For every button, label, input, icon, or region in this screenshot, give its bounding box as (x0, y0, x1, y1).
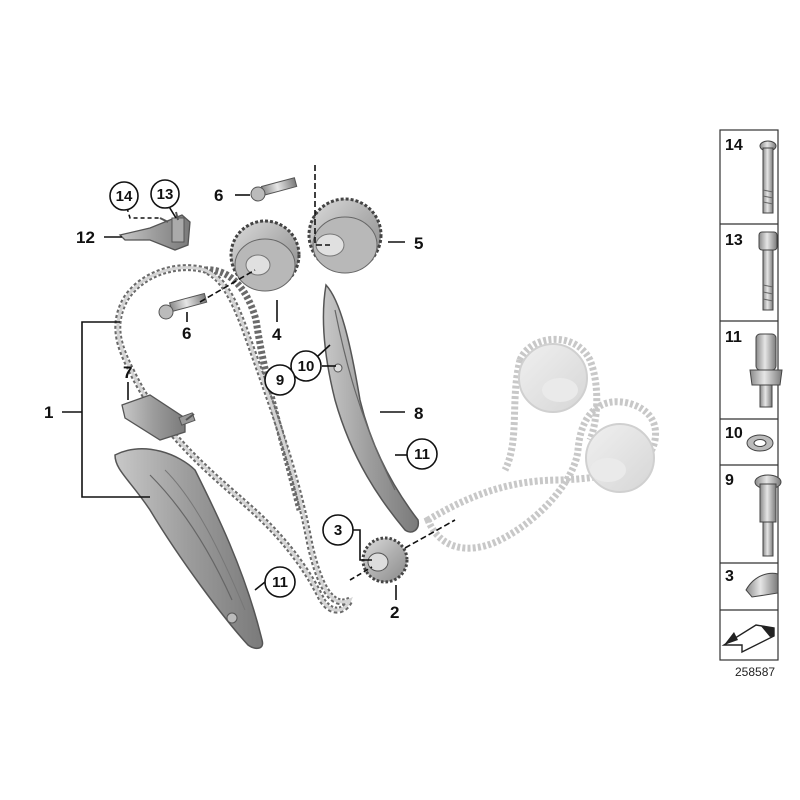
guide-pin-11-icon (749, 333, 783, 408)
legend-item-14-number: 14 (725, 137, 743, 154)
legend-item-13-number: 13 (725, 232, 743, 249)
svg-text:13: 13 (157, 186, 174, 203)
diagram-id: 258587 (735, 665, 775, 679)
callout-2: 2 (390, 603, 399, 622)
tensioner-rail (322, 283, 420, 533)
callout-6-lower: 6 (182, 324, 191, 343)
callout-8: 8 (414, 404, 423, 423)
callout-6-upper: 6 (214, 186, 223, 205)
callout-11-right: 11 (406, 438, 438, 470)
leader-lines (62, 165, 456, 600)
ghost-camshaft-gear-upper (518, 343, 588, 413)
bolt-13-icon (758, 231, 778, 311)
central-bolt-upper (250, 177, 298, 202)
legend-item-3-number: 3 (725, 568, 734, 585)
ghost-timing-assembly (423, 335, 659, 552)
slide-rail-upper (118, 214, 191, 251)
callout-4: 4 (272, 325, 282, 344)
screw-14-icon (759, 140, 777, 214)
callout-10: 10 (290, 350, 322, 382)
callout-11-bottom: 11 (264, 566, 296, 598)
camshaft-gear-intake (229, 219, 301, 292)
callout-7: 7 (123, 363, 132, 382)
svg-text:11: 11 (272, 574, 288, 591)
chain-tensioner (121, 394, 196, 441)
callout-13: 13 (150, 179, 180, 209)
callout-12: 12 (76, 228, 95, 247)
camshaft-gear-exhaust (307, 197, 383, 274)
guide-bolt-9-icon (754, 474, 782, 557)
callout-3: 3 (322, 514, 354, 546)
guide-rail-left (114, 448, 264, 650)
legend-item-9-number: 9 (725, 472, 734, 489)
legend-item-11-number: 11 (725, 329, 742, 346)
svg-text:3: 3 (334, 522, 342, 539)
callout-14: 14 (109, 181, 139, 211)
washer-10-icon (746, 434, 774, 452)
svg-text:14: 14 (116, 188, 133, 205)
timing-chain (114, 264, 354, 614)
view-direction-icon (721, 624, 775, 654)
callout-5: 5 (414, 234, 423, 253)
svg-text:11: 11 (414, 446, 430, 463)
central-bolt-lower (158, 292, 208, 320)
callout-1: 1 (44, 403, 53, 422)
woodruff-key-3-icon (745, 572, 779, 598)
legend-item-10-number: 10 (725, 425, 743, 442)
svg-text:10: 10 (298, 358, 315, 375)
callout-9: 9 (264, 364, 296, 396)
parts-legend: 14 13 11 10 9 (719, 129, 783, 661)
ghost-camshaft-gear-lower (585, 423, 655, 493)
svg-text:9: 9 (276, 372, 284, 389)
